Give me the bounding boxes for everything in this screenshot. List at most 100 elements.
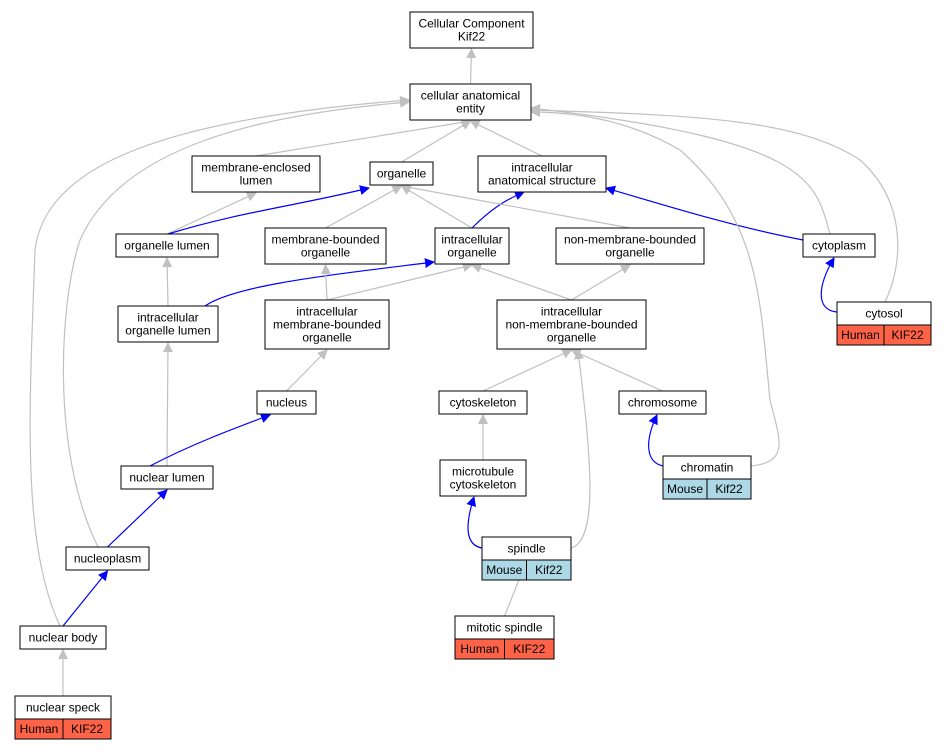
node-nucleus[interactable]: nucleus [256, 390, 317, 415]
node-label-line: chromosome [628, 396, 698, 410]
node-label-line: lumen [240, 174, 273, 188]
edge-orgl-to-org [167, 185, 370, 235]
node-label-line: non-membrane-bounded [564, 233, 696, 247]
node-box [555, 227, 705, 265]
node-box [409, 11, 534, 49]
edge-nb-to-cae [29, 95, 410, 627]
species-label: Mouse [667, 482, 703, 496]
node-nl[interactable]: nuclear lumen [120, 465, 214, 490]
node-label-line: nucleoplasm [74, 552, 141, 566]
node-cytosk[interactable]: cytoskeleton [438, 390, 528, 415]
edge-mel-to-cae [255, 117, 472, 157]
edge-iol-to-orgl [162, 257, 173, 307]
edge-spindle-to-mtc [466, 496, 483, 549]
edge-spindle-to-inmbo [570, 349, 591, 549]
node-label-line: organelle [605, 246, 655, 260]
node-box [434, 227, 510, 265]
node-box [117, 305, 219, 343]
node-box [264, 299, 390, 350]
node-label-line: intracellular [541, 305, 602, 319]
edge-cyto-to-ias [605, 185, 804, 241]
gene-cell [526, 559, 572, 581]
node-label-line: microtubule [452, 465, 514, 479]
gene-label: KIF22 [513, 642, 545, 656]
node-orgl[interactable]: organelle lumen [115, 233, 219, 258]
edge-nucleoplasm-to-nl [107, 489, 168, 548]
node-box [802, 233, 876, 258]
gene-cell [883, 324, 932, 346]
node-label-line: nuclear lumen [129, 471, 204, 485]
species-label: Human [460, 642, 499, 656]
node-label-line: organelle [302, 331, 352, 345]
node-label-line: organelle [447, 246, 497, 260]
edge-nl-to-nucleus [149, 413, 271, 467]
node-box [477, 155, 607, 193]
node-label-line: cytoplasm [812, 239, 866, 253]
gene-cell [62, 718, 112, 740]
node-box [65, 546, 150, 571]
node-label-line: intracellular [296, 305, 357, 319]
node-label-line: mitotic spindle [466, 621, 542, 635]
node-box [439, 459, 527, 497]
edge-nucleoplasm-to-cae [62, 97, 410, 548]
node-nb[interactable]: nuclear body [19, 625, 107, 650]
edge-imbo-to-mbo [320, 264, 331, 301]
edge-cytosol-to-cae [530, 105, 899, 303]
node-org[interactable]: organelle [369, 161, 434, 186]
node-label-line: organelle lumen [125, 324, 210, 338]
edge-orgl-to-mel [166, 192, 257, 235]
edge-nucleus-to-imbo [286, 349, 328, 392]
node-nucleoplasm[interactable]: nucleoplasm [65, 546, 150, 571]
gene-label: Kif22 [715, 482, 743, 496]
node-box [264, 227, 387, 265]
node-label-line: intracellular [441, 233, 502, 247]
node-box [438, 390, 528, 415]
node-box [256, 390, 317, 415]
gene-label: Kif22 [535, 563, 563, 577]
node-chromo[interactable]: chromosome [618, 390, 707, 415]
node-box [618, 390, 707, 415]
node-box [120, 465, 214, 490]
gene-label: KIF22 [891, 328, 923, 342]
node-label-line: membrane-bounded [271, 233, 379, 247]
node-label-line: cytosol [865, 307, 902, 321]
node-label-line: intracellular [511, 161, 572, 175]
gene-label: KIF22 [71, 722, 103, 736]
edge-nl-to-iol [162, 342, 173, 467]
edge-org-to-cae [401, 120, 472, 163]
node-label-line: intracellular [137, 311, 198, 325]
node-label-line: cellular anatomical [421, 89, 520, 103]
node-label-line: Kif22 [458, 30, 486, 44]
edge-nmbo-to-org [400, 182, 631, 229]
edge-mbo-to-org [325, 185, 403, 229]
edge-cytosk-to-inmbo [482, 349, 573, 392]
node-box [369, 161, 434, 186]
gene-cell [706, 478, 752, 500]
edge-inmbo-to-io [471, 263, 572, 301]
node-inmbo[interactable]: intracellularnon-membrane-boundedorganel… [496, 299, 647, 350]
edge-imbo-to-io [326, 262, 473, 301]
edge-ias-to-cae [469, 120, 543, 157]
node-label-line: organelle [377, 167, 427, 181]
node-box [19, 625, 107, 650]
species-label: Mouse [486, 563, 522, 577]
node-label-line: organelle lumen [124, 239, 209, 253]
edge-inmbo-to-nmbo [571, 264, 631, 301]
node-cyto[interactable]: cytoplasm [802, 233, 876, 258]
